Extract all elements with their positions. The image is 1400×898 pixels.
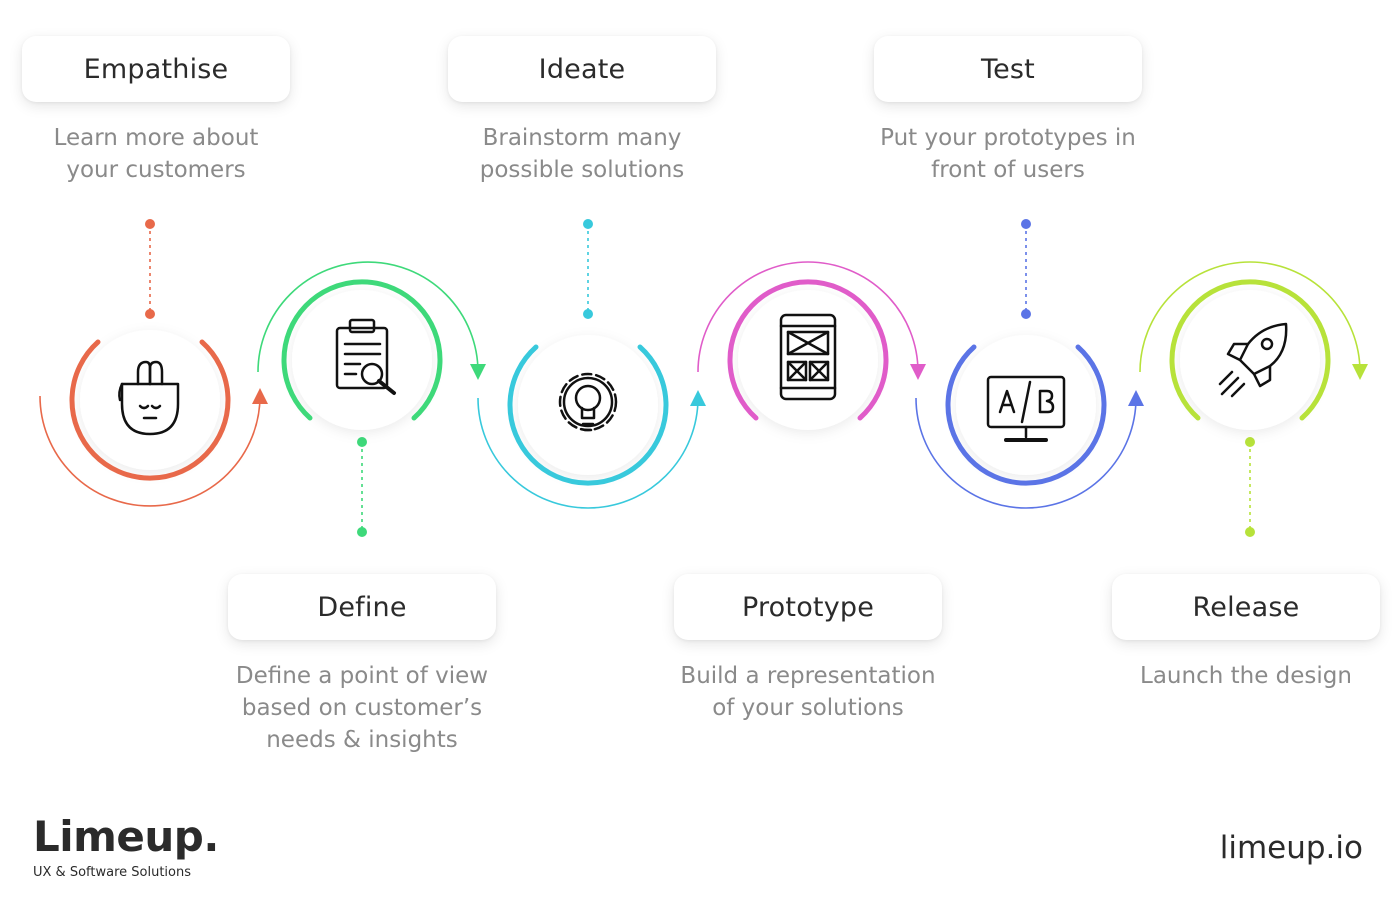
release-dot-top [1245,437,1255,447]
define-desc-line: needs & insights [266,727,458,753]
brand-logo: Limeup. [33,812,219,861]
prototype-description: Build a representation of your solutions [658,660,958,724]
define-desc-line: based on customer’s [241,695,483,721]
head-icon [118,360,180,436]
prototype-card: Prototype [674,574,942,640]
ideate-node [477,219,706,509]
ideate-dot-bottom [583,309,593,319]
test-node [915,219,1144,509]
test-dot-bottom [1021,309,1031,319]
define-node [257,261,486,537]
ideate-description: Brainstorm many possible solutions [432,122,732,186]
release-desc-line: Launch the design [1140,663,1352,689]
release-ring [1169,279,1331,421]
prototype-node [697,261,926,430]
empathise-description: Learn more about your customers [6,122,306,186]
release-description: Launch the design [1096,660,1396,692]
define-card: Define [228,574,496,640]
define-title: Define [317,591,407,623]
release-title: Release [1192,591,1300,623]
release-flow-arc [1139,261,1368,380]
phone-wireframe-icon [779,313,837,401]
define-desc-line: Define a point of view [235,663,489,689]
release-dot-bottom [1245,527,1255,537]
prototype-desc-line: Build a representation [680,663,936,689]
test-desc-line: Put your prototypes in [880,125,1136,151]
ideate-dot-top [583,219,593,229]
empathise-dot-top [145,219,155,229]
empathise-dot-bottom [145,309,155,319]
ideate-desc-line: Brainstorm many [482,125,682,151]
empathise-card: Empathise [22,36,290,102]
gear-bulb-icon [558,372,618,432]
empathise-ring [69,339,231,481]
test-description: Put your prototypes in front of users [858,122,1158,186]
prototype-desc-line: of your solutions [712,695,904,721]
define-ring [281,279,443,421]
rocket-icon [1218,322,1288,398]
release-node [1139,261,1368,537]
define-description: Define a point of view based on customer… [212,660,512,756]
test-flow-arc [915,390,1144,509]
empathise-desc-line: Learn more about [53,125,259,151]
test-dot-top [1021,219,1031,229]
prototype-title: Prototype [741,591,875,623]
brand-domain: limeup.io [1219,830,1363,866]
define-dot-bottom [357,527,367,537]
empathise-title: Empathise [83,53,229,85]
ideate-card: Ideate [448,36,716,102]
test-ring [945,344,1107,486]
brand-tagline: UX & Software Solutions [33,865,191,880]
test-desc-line: front of users [931,157,1085,183]
empathise-desc-line: your customers [66,157,246,183]
ideate-flow-arc [477,390,706,509]
prototype-ring [727,279,889,421]
empathise-flow-arc [39,388,268,507]
ideate-title: Ideate [538,53,626,85]
prototype-flow-arc [697,261,926,380]
define-flow-arc [257,261,486,380]
test-card: Test [874,36,1142,102]
test-title: Test [981,53,1035,85]
ideate-ring [507,344,669,486]
empathise-node [39,219,268,507]
ab-test-icon [986,375,1066,442]
clipboard-search-icon [335,318,396,395]
ideate-desc-line: possible solutions [479,157,685,183]
release-card: Release [1112,574,1380,640]
define-dot-top [357,437,367,447]
